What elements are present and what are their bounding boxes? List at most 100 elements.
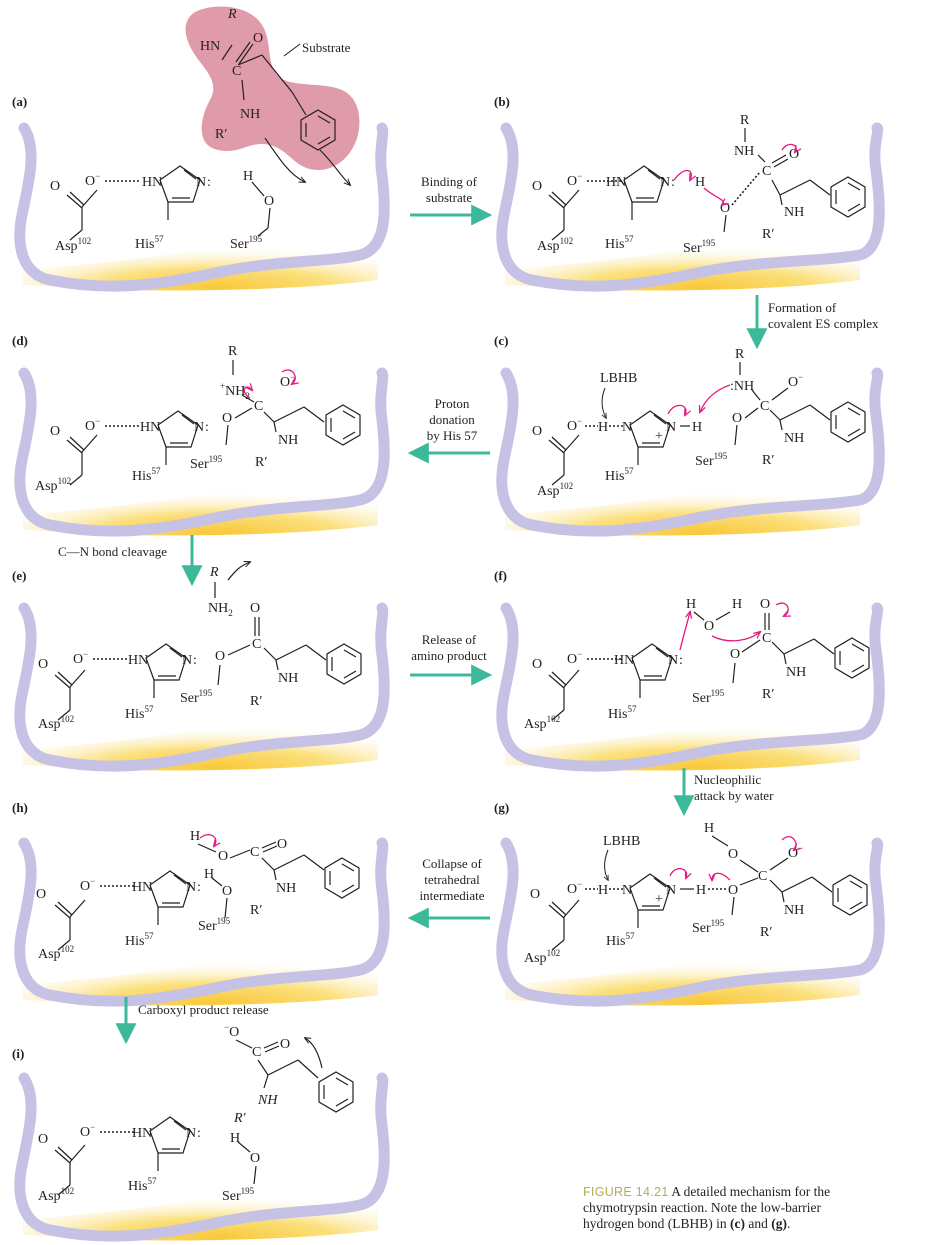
- step-cd-line3: by His 57: [427, 428, 478, 443]
- svg-text:H: H: [204, 867, 214, 882]
- svg-text:O: O: [704, 619, 714, 634]
- svg-text:R′: R′: [762, 453, 774, 468]
- panel-letter-a: (a): [12, 94, 27, 109]
- ser-label-a: Ser195: [230, 234, 263, 252]
- svg-text:−O: −O: [224, 1022, 239, 1040]
- svg-text:NH: NH: [734, 144, 754, 159]
- caption-end: .: [786, 1216, 791, 1231]
- asp-label-b: Asp102: [537, 236, 573, 254]
- svg-text:O: O: [728, 883, 738, 898]
- svg-text:H: H: [695, 175, 705, 190]
- svg-text:H: H: [190, 829, 200, 844]
- svg-text:O: O: [250, 601, 260, 616]
- svg-text:C: C: [232, 64, 241, 79]
- asp-label-d: Asp102: [35, 476, 71, 494]
- panel-letter-b: (b): [494, 94, 510, 109]
- svg-text:N: N: [622, 420, 632, 435]
- svg-text:N: N: [194, 420, 204, 435]
- svg-text:O: O: [532, 179, 542, 194]
- panel-letter-i: (i): [12, 1046, 24, 1061]
- substrate-label: Substrate: [302, 40, 351, 55]
- svg-text:NH: NH: [240, 107, 260, 122]
- svg-text:C: C: [252, 637, 261, 652]
- svg-text:N: N: [622, 883, 632, 898]
- svg-text:NH: NH: [276, 881, 296, 896]
- panel-c-triad: O O− H N + N H LBHB :NH R C O− O NH R′ A…: [532, 347, 866, 499]
- svg-text:+NH2: +NH2: [220, 381, 250, 401]
- ser-label-g: Ser195: [692, 918, 725, 936]
- svg-text:N: N: [182, 653, 192, 668]
- svg-text:NH2: NH2: [208, 601, 233, 618]
- svg-text:C: C: [250, 845, 259, 860]
- svg-text::: :: [679, 653, 683, 668]
- panel-b-triad: O O− HN N : H O C O NH R NH R′ Asp102 Hi…: [532, 113, 866, 256]
- svg-text:R: R: [227, 7, 237, 22]
- svg-text:O−: O−: [85, 171, 100, 189]
- svg-text:O: O: [532, 424, 542, 439]
- panel-letter-d: (d): [12, 333, 28, 348]
- svg-text:R′: R′: [215, 127, 227, 142]
- asp-label-g: Asp102: [524, 948, 560, 966]
- his-label-i: His57: [128, 1176, 157, 1194]
- svg-text:+: +: [655, 892, 663, 907]
- svg-text:O: O: [36, 887, 46, 902]
- svg-text:C: C: [254, 399, 263, 414]
- svg-text:O: O: [264, 194, 274, 209]
- svg-text:+: +: [655, 429, 663, 444]
- step-labels: Binding of substrate Formation of covale…: [58, 174, 879, 1017]
- step-gh-line2: tetrahedral: [424, 872, 480, 887]
- his-label-d: His57: [132, 466, 161, 484]
- svg-text:N: N: [666, 883, 676, 898]
- svg-text:H: H: [732, 597, 742, 612]
- caption-text-2: chymotrypsin reaction. Note the low-barr…: [583, 1200, 822, 1215]
- panel-letter-e: (e): [12, 568, 26, 583]
- svg-text:R′: R′: [255, 455, 267, 470]
- svg-text:O: O: [730, 647, 740, 662]
- svg-text:H: H: [686, 597, 696, 612]
- svg-text:N: N: [196, 175, 206, 190]
- svg-text:R′: R′: [250, 694, 262, 709]
- step-cd-line2: donation: [429, 412, 475, 427]
- svg-text:O: O: [532, 657, 542, 672]
- his-label-h: His57: [125, 931, 154, 949]
- svg-text:C: C: [762, 164, 771, 179]
- asp-label-h: Asp102: [38, 944, 74, 962]
- step-ef-line1: Release of: [422, 632, 477, 647]
- ser-label-f: Ser195: [692, 688, 725, 706]
- step-ab-line2: substrate: [426, 190, 472, 205]
- lbhb-label-c: LBHB: [600, 371, 637, 386]
- step-gh-line3: intermediate: [420, 888, 485, 903]
- svg-text:C: C: [760, 399, 769, 414]
- his-label-g: His57: [606, 931, 635, 949]
- svg-text:H: H: [230, 1131, 240, 1146]
- svg-text:HN: HN: [132, 880, 152, 895]
- ser-label-h: Ser195: [198, 916, 231, 934]
- svg-text:R′: R′: [250, 903, 262, 918]
- step-fg-line1: Nucleophilic: [694, 772, 761, 787]
- step-hi-line1: Carboxyl product release: [138, 1002, 269, 1017]
- svg-text:HN: HN: [606, 175, 626, 190]
- step-ab-line1: Binding of: [421, 174, 478, 189]
- svg-text:O−: O−: [567, 171, 582, 189]
- step-bc-line1: Formation of: [768, 300, 837, 315]
- svg-text:O: O: [250, 1151, 260, 1166]
- svg-text:R′: R′: [762, 687, 774, 702]
- his-label-a: His57: [135, 234, 164, 252]
- panel-g-triad: O O− H N + N H O LBHB H O C O− NH R′ Asp…: [524, 821, 868, 966]
- svg-text:H: H: [243, 169, 253, 184]
- svg-text:NH: NH: [784, 903, 804, 918]
- svg-text:O−: O−: [567, 416, 582, 434]
- svg-text:R: R: [740, 113, 750, 128]
- svg-text:O: O: [732, 411, 742, 426]
- svg-text:NH: NH: [257, 1093, 278, 1108]
- protein-outlines: [14, 122, 885, 1242]
- his-label-f: His57: [608, 704, 637, 722]
- caption-and: and: [744, 1216, 772, 1231]
- ser-label-d: Ser195: [190, 454, 223, 472]
- svg-text:H: H: [598, 883, 608, 898]
- panel-i-triad: O O− HN N : −O C O NH R′ H O Asp102 His5…: [38, 1022, 354, 1204]
- ser-label-b: Ser195: [683, 238, 716, 256]
- step-fg-line2: attack by water: [694, 788, 774, 803]
- asp-label-i: Asp102: [38, 1186, 74, 1204]
- panel-letter-f: (f): [494, 568, 507, 583]
